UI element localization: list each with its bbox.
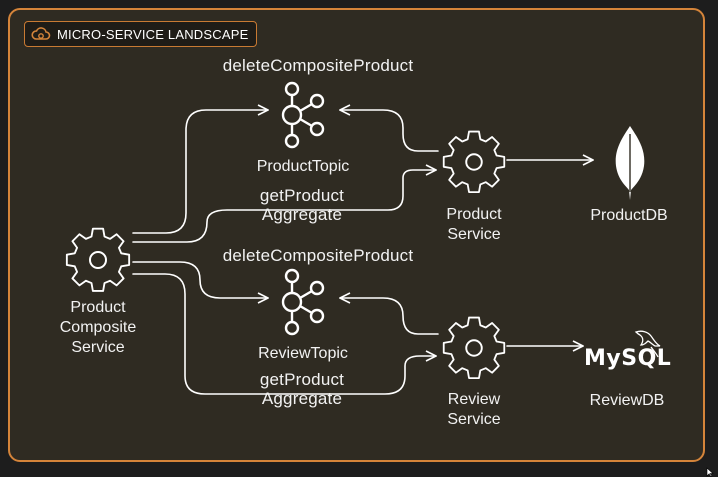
cursor-icon [706,467,714,477]
delete-composite-product-label-bottom: deleteCompositeProduct [222,246,414,265]
product-composite-service-label: Product Composite Service [43,298,153,358]
edge-composite-to-review-service [132,273,437,395]
label-line: Product [446,206,502,223]
gear-icon [442,316,506,379]
edge-composite-to-product-topic [132,104,269,234]
mysql-logo-text: MySQL [584,346,672,371]
get-product-aggregate-label-top: getProduct Aggregate [242,186,362,224]
gear-icon [442,130,506,193]
product-db-label: ProductDB [590,207,668,224]
edge-review-service-to-review-topic [339,292,439,335]
review-topic-label: ReviewTopic [258,345,348,362]
label-line: Composite [59,319,137,336]
review-service-label: Review Service [424,390,524,430]
get-product-aggregate-line2: Aggregate [261,389,343,408]
review-db-label: ReviewDB [589,392,665,409]
gear-icon [65,227,131,292]
diagram-frame: MICRO-SERVICE LANDSCAPE [8,8,705,462]
get-product-aggregate-line1: getProduct [259,186,345,205]
mysql-logo: MySQL [582,326,672,376]
product-service-label: Product Service [424,205,524,245]
label-line: Service [447,226,501,243]
product-topic-label: ProductTopic [256,158,350,175]
diagram-title-badge: MICRO-SERVICE LANDSCAPE [24,21,258,47]
kafka-topic-icon [281,81,325,149]
cloud-gear-icon [31,27,51,40]
label-line: Service [447,411,501,428]
mongodb-leaf-icon [615,126,645,200]
get-product-aggregate-line1: getProduct [259,370,345,389]
delete-composite-product-label-top: deleteCompositeProduct [222,56,414,75]
edge-composite-to-product-service [132,164,437,243]
label-line: Service [71,339,125,356]
kafka-topic-icon [281,268,325,336]
connector-layer [132,104,594,395]
get-product-aggregate-line2: Aggregate [261,205,343,224]
label-line: Product [70,299,126,316]
edge-product-service-to-product-topic [339,104,439,152]
edge-composite-to-review-topic [132,261,269,304]
mysql-dolphin-icon [634,330,661,358]
get-product-aggregate-label-bottom: getProduct Aggregate [242,370,362,408]
diagram-title: MICRO-SERVICE LANDSCAPE [57,26,249,42]
label-line: Review [447,391,501,408]
